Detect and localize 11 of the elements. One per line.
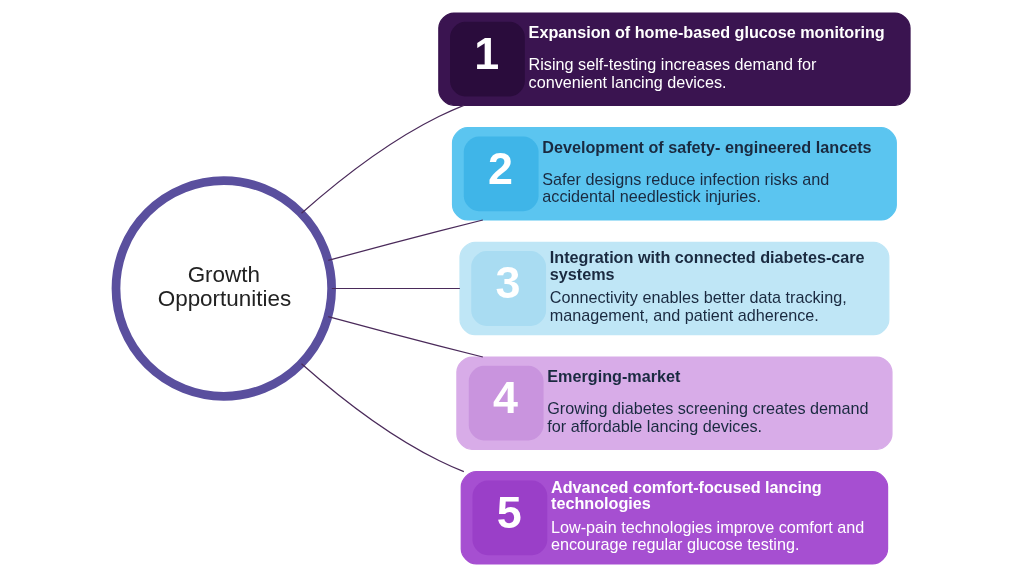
node-circle: Growth Opportunities [111,176,336,401]
node-box: 4 Emerging-market Growing diabetes screening creates demand for affordable lancing devices. [455,356,893,450]
connector [327,316,483,358]
connector [327,219,483,261]
connector [330,287,460,290]
node-box: 2 Development of safety- engineered lancets Safer designs reduce infection risks and accidental needlestick injuries. [451,127,897,221]
connector [300,363,464,473]
node-box: 1 Expansion of home-based glucose monitoring Rising self-testing increases demand for convenient lancing devices. [437,12,911,106]
connector [300,104,464,214]
node-box: 3 Integration with connected diabetes-care systems Connectivity enables better data tracking, management, and patient adherence. [458,241,889,336]
node-box: 5 Advanced comfort-focused lancing technologies Low-pain technologies improve comfort and encourage regular glucose testing. [460,471,888,565]
